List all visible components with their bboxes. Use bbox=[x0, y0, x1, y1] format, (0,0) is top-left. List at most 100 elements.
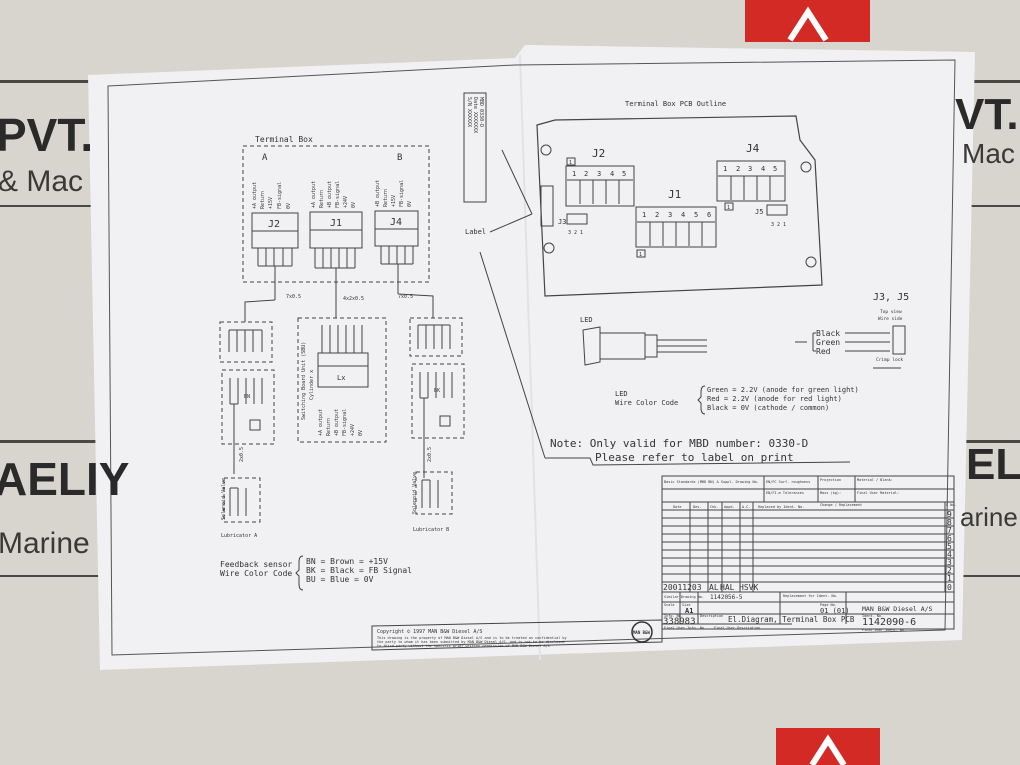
svg-text:338983: 338983 bbox=[663, 617, 696, 627]
svg-text:Green: Green bbox=[816, 338, 840, 347]
svg-text:This drawing is the property o: This drawing is the property of MAN B&W … bbox=[377, 636, 567, 640]
man-bw-logo bbox=[631, 621, 653, 643]
svg-text:0V: 0V bbox=[358, 430, 364, 436]
svg-text:0V: 0V bbox=[407, 201, 413, 207]
svg-text:3: 3 bbox=[748, 165, 752, 173]
svg-text:1142090-6: 1142090-6 bbox=[862, 617, 916, 628]
title-block bbox=[661, 475, 955, 630]
svg-text:+A output: +A output bbox=[318, 409, 324, 436]
svg-text:Top view: Top view bbox=[880, 309, 902, 315]
bg-sign-text: AELIY bbox=[0, 453, 130, 505]
side-a-label: A bbox=[262, 153, 268, 163]
svg-text:FB-signal: FB-signal bbox=[335, 181, 341, 208]
svg-text:0V: 0V bbox=[351, 202, 357, 208]
paper-fold bbox=[519, 54, 541, 661]
svg-text:2x0.5: 2x0.5 bbox=[427, 447, 433, 462]
svg-text:2x0.5: 2x0.5 bbox=[239, 447, 245, 462]
svg-text:1: 1 bbox=[642, 211, 646, 219]
led-connector-j3-j5: J3, J5 Top view Wire side Black Green Re… bbox=[795, 292, 909, 369]
cable-label: 7x0.5 bbox=[286, 294, 301, 300]
svg-text:Replaced by Ident. No.: Replaced by Ident. No. bbox=[758, 505, 804, 509]
copyright-block: Copyright © 1997 MAN B&W Diesel A/S This… bbox=[371, 619, 663, 651]
svg-text:A.C.: A.C. bbox=[742, 505, 750, 509]
svg-text:Lubricator B: Lubricator B bbox=[413, 527, 449, 533]
svg-text:4: 4 bbox=[681, 211, 685, 219]
svg-text:the party to whom it has been: the party to whom it has been submitted … bbox=[377, 640, 565, 644]
svg-text:4: 4 bbox=[610, 170, 614, 178]
svg-text:FB-signal: FB-signal bbox=[277, 182, 283, 209]
svg-text:01 (01): 01 (01) bbox=[820, 607, 850, 615]
led-label: LED bbox=[580, 316, 593, 324]
cable-label: 7x0.5 bbox=[398, 294, 413, 300]
svg-text:Solenoid Valve: Solenoid Valve bbox=[221, 478, 227, 520]
svg-text:Lubricator A: Lubricator A bbox=[221, 533, 257, 539]
svg-text:Date XXXXXXX: Date XXXXXXX bbox=[472, 97, 478, 133]
svg-text:Date: Date bbox=[673, 505, 681, 509]
svg-text:FB-signal: FB-signal bbox=[399, 180, 405, 207]
svg-text:4: 4 bbox=[761, 165, 765, 173]
svg-text:Basic Standards (MBD BN) & Sup: Basic Standards (MBD BN) & Suppl. Drawin… bbox=[664, 480, 759, 484]
svg-text:Wire side: Wire side bbox=[878, 316, 903, 322]
svg-text:Ident. No.: Ident. No. bbox=[862, 614, 883, 618]
svg-text:Wire Color Code: Wire Color Code bbox=[220, 569, 292, 578]
svg-text:Note: Only valid for MBD numbe: Note: Only valid for MBD number: 0330-D bbox=[550, 437, 808, 450]
svg-text:Switching Board Unit (SBU): Switching Board Unit (SBU) bbox=[301, 342, 307, 420]
svg-text:3 2 1: 3 2 1 bbox=[568, 230, 583, 236]
svg-text:Final User Description: Final User Description bbox=[714, 626, 760, 630]
svg-text:+15V: +15V bbox=[268, 197, 274, 209]
bg-sign-text: ELI bbox=[966, 440, 1020, 489]
svg-text:S/N XXXXXX: S/N XXXXXX bbox=[466, 97, 472, 127]
svg-text:Change / Replacement: Change / Replacement bbox=[820, 503, 862, 507]
svg-text:HSVK: HSVK bbox=[739, 583, 758, 592]
terminal-j4: +B output Return +15V FB-signal 0V J4 bbox=[374, 180, 419, 294]
pcb-connector-j3: J3 3 2 1 bbox=[558, 213, 588, 236]
svg-text:Red = 2.2V (anode for red ligh: Red = 2.2V (anode for red light) bbox=[707, 395, 842, 403]
svg-text:FB-signal: FB-signal bbox=[342, 409, 348, 436]
pcb-connector-j5: J5 3 2 1 bbox=[755, 204, 788, 228]
svg-text:1: 1 bbox=[947, 574, 952, 583]
svg-text:+15V: +15V bbox=[391, 195, 397, 207]
svg-text:4: 4 bbox=[947, 550, 952, 559]
svg-text:3: 3 bbox=[947, 558, 952, 567]
svg-text:MAN B&W Diesel A/S: MAN B&W Diesel A/S bbox=[862, 605, 933, 613]
svg-text:Appd.: Appd. bbox=[724, 505, 735, 509]
lubricator-a-circuit: BN Solenoid Valve 2x0.5 Lubricator A bbox=[219, 321, 275, 539]
pcb-connector-j4: J4 1 2 3 4 5 1 bbox=[716, 142, 786, 211]
svg-text:A1: A1 bbox=[685, 607, 693, 615]
switching-board-unit: Switching Board Unit (SBU) Cylinder x Lx… bbox=[297, 317, 387, 443]
svg-text:Description: Description bbox=[700, 614, 723, 618]
svg-text:MAN B&W: MAN B&W bbox=[633, 630, 650, 635]
svg-text:3: 3 bbox=[597, 170, 601, 178]
bg-sign-text: VT. bbox=[955, 90, 1019, 139]
terminal-box-title: Terminal Box bbox=[255, 135, 313, 144]
svg-text:1: 1 bbox=[569, 160, 572, 166]
svg-text:J1: J1 bbox=[330, 218, 342, 229]
svg-text:Projection: Projection bbox=[820, 478, 841, 482]
svg-text:Scale: Scale bbox=[664, 603, 675, 607]
svg-text:Return: Return bbox=[260, 191, 266, 209]
svg-text:+A output: +A output bbox=[311, 181, 317, 208]
bg-sign-text: & Mac bbox=[0, 165, 84, 198]
svg-text:+B output: +B output bbox=[334, 409, 340, 436]
leader-lines bbox=[479, 149, 546, 459]
svg-text:J3: J3 bbox=[558, 218, 566, 226]
svg-text:Similar Drawing No.: Similar Drawing No. bbox=[664, 595, 704, 599]
svg-text:Final User Info. No.: Final User Info. No. bbox=[664, 626, 706, 630]
svg-text:AL: AL bbox=[709, 583, 719, 592]
svg-text:1: 1 bbox=[572, 170, 576, 178]
svg-text:J4: J4 bbox=[746, 142, 760, 155]
bg-sign-text: arine bbox=[960, 502, 1018, 532]
svg-text:1: 1 bbox=[723, 165, 727, 173]
svg-text:+24V: +24V bbox=[350, 424, 356, 436]
svg-text:Wire Color Code: Wire Color Code bbox=[615, 399, 678, 407]
svg-text:Return: Return bbox=[326, 418, 332, 436]
svg-text:J2: J2 bbox=[592, 147, 605, 160]
svg-text:3: 3 bbox=[668, 211, 672, 219]
svg-text:LED: LED bbox=[615, 390, 628, 398]
svg-text:Black: Black bbox=[816, 329, 840, 338]
svg-text:7: 7 bbox=[947, 526, 952, 535]
svg-text:BN = Brown = +15V: BN = Brown = +15V bbox=[306, 557, 388, 566]
side-b-label: B bbox=[397, 153, 402, 163]
led-drawing bbox=[582, 326, 707, 366]
red-warning-sign-bottom bbox=[776, 728, 880, 765]
